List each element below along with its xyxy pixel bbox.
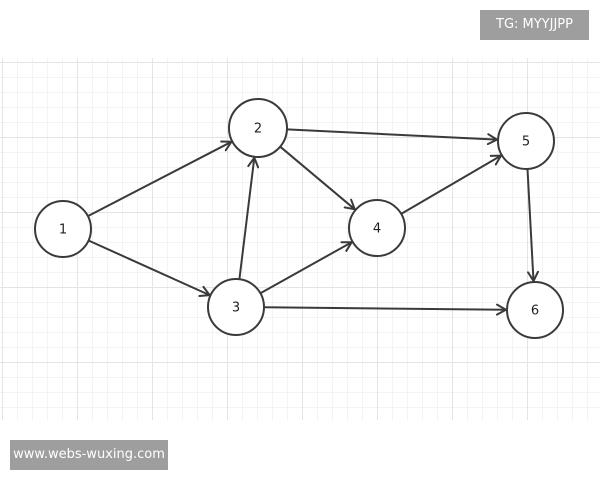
node-circle-3: [207, 278, 265, 336]
nodes-layer: 1 2 3 4 5 6: [34, 98, 564, 339]
node-circle-6: [506, 281, 564, 339]
node-label-6: 6: [531, 304, 539, 319]
node-circle-4: [348, 199, 406, 257]
node-5: 5: [497, 112, 555, 170]
node-label-4: 4: [373, 222, 381, 237]
node-1: 1: [34, 200, 92, 258]
node-label-2: 2: [254, 122, 262, 137]
edge-1-to-2: [86, 140, 233, 218]
edges-layer: [86, 128, 540, 316]
watermark-website: www.webs-wuxing.com: [10, 440, 168, 470]
edge-2-to-5: [286, 128, 498, 146]
node-3: 3: [207, 278, 265, 336]
grid-background: [0, 58, 600, 420]
node-circle-1: [34, 200, 92, 258]
node-circle-5: [497, 112, 555, 170]
node-2: 2: [228, 98, 288, 158]
node-6: 6: [506, 281, 564, 339]
node-label-5: 5: [522, 135, 530, 150]
node-circle-2: [228, 98, 288, 158]
edge-2-to-4: [279, 145, 356, 211]
edge-3-to-2: [238, 156, 260, 281]
node-label-3: 3: [232, 301, 240, 316]
edge-3-to-4: [259, 241, 353, 295]
edge-3-to-6: [263, 303, 507, 316]
node-4: 4: [348, 199, 406, 257]
watermark-telegram: TG: MYYJJPP: [480, 10, 589, 40]
edge-5-to-6: [526, 168, 540, 282]
edge-1-to-3: [87, 239, 211, 297]
node-label-1: 1: [59, 223, 67, 238]
edge-4-to-5: [400, 154, 502, 215]
